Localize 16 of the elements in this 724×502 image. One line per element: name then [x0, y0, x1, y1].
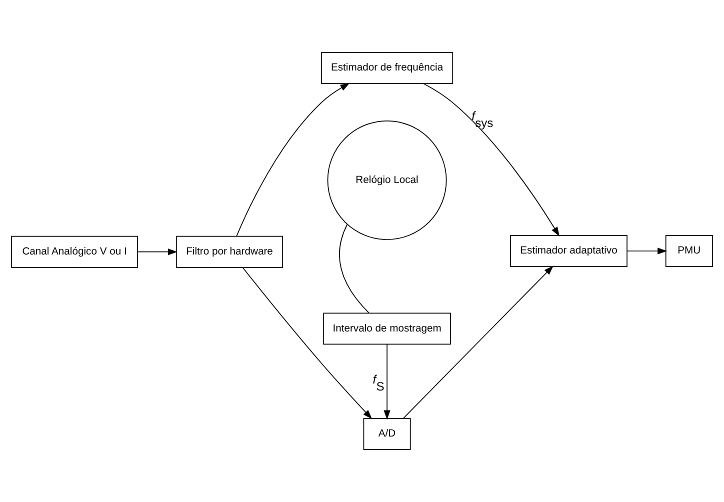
- node-circle: Relógio Local: [327, 120, 447, 240]
- connector: [339, 224, 370, 314]
- arrow: [626, 248, 668, 254]
- arrow: [242, 267, 372, 420]
- node-box: A/D: [363, 418, 411, 450]
- node-box: PMU: [665, 235, 713, 267]
- node-box: Canal Analógico V ou I: [11, 236, 138, 268]
- node-box: Filtro por hardware: [176, 236, 284, 268]
- arrow: [402, 266, 554, 419]
- node-box: Estimador adaptativo: [510, 235, 628, 267]
- arrow: [423, 83, 560, 236]
- arrow: [236, 83, 350, 237]
- arrow: [137, 248, 178, 256]
- node-box: Estimador de frequência: [321, 52, 454, 84]
- node-box: Intervalo de mostragem: [323, 312, 451, 345]
- arrow: [384, 344, 390, 420]
